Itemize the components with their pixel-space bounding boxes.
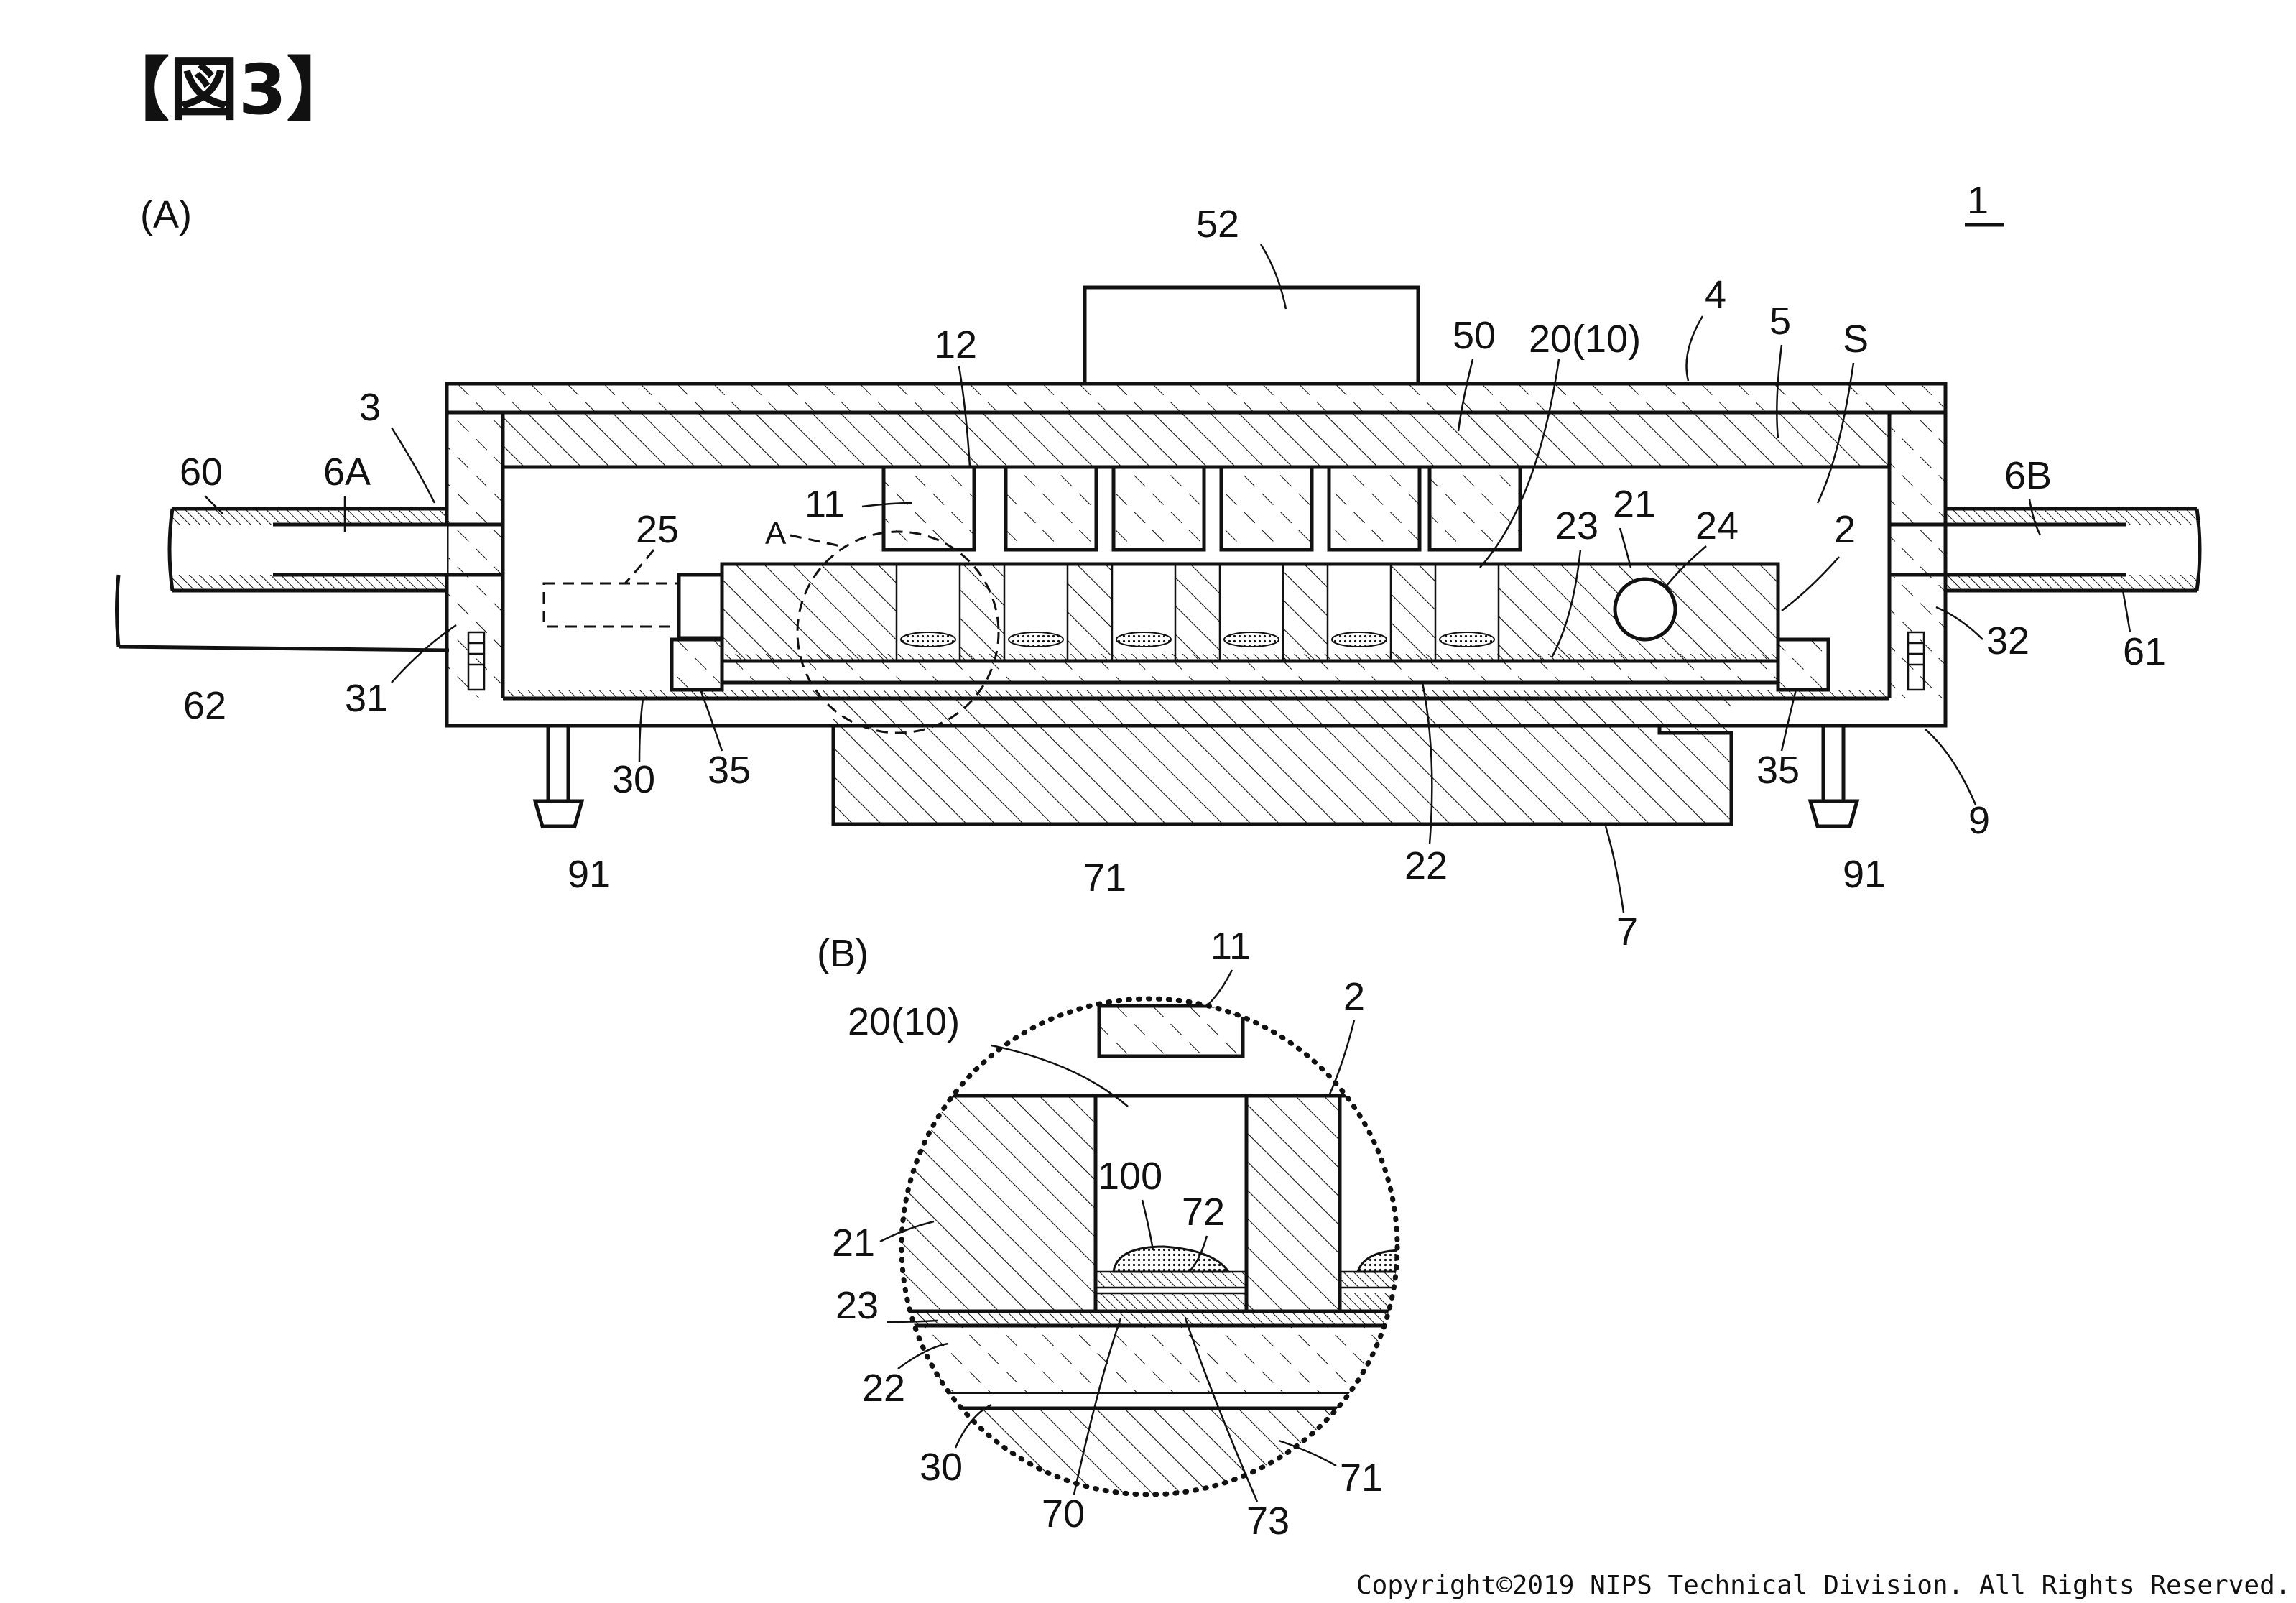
label-91-right: 91 (1843, 853, 1886, 896)
label-12: 12 (934, 323, 977, 366)
label-b-30: 30 (920, 1446, 963, 1489)
label-b-73: 73 (1246, 1500, 1290, 1543)
label-60: 60 (180, 451, 223, 494)
label-b-100: 100 (1098, 1155, 1162, 1198)
label-b-11: 11 (1211, 925, 1251, 968)
screw-right (1907, 631, 1925, 691)
figure-title: 【図3】 (101, 50, 356, 130)
label-b-22: 22 (862, 1367, 905, 1410)
label-31: 31 (345, 677, 388, 720)
label-b-20-10: 20(10) (848, 1000, 960, 1043)
panel-label-a: (A) (140, 193, 192, 236)
label-25: 25 (636, 508, 679, 551)
labels-panel-a: 52 12 50 20(10) 4 5 S 3 60 6A 11 25 A 23… (180, 203, 2166, 953)
label-b-21: 21 (832, 1221, 875, 1265)
electrode-11-detail (1099, 1006, 1243, 1056)
label-20-10: 20(10) (1529, 318, 1641, 361)
label-52: 52 (1196, 203, 1239, 246)
reference-numeral: 1 (1967, 179, 1989, 222)
lid-plate (447, 384, 1945, 412)
label-a: A (765, 516, 787, 551)
label-b-72: 72 (1182, 1191, 1225, 1234)
labels-panel-b: 11 2 20(10) 100 72 21 23 22 30 71 70 73 (832, 925, 1383, 1543)
label-35-right: 35 (1756, 749, 1800, 792)
stage-71 (833, 698, 1731, 824)
label-11: 11 (805, 483, 845, 526)
glass-22 (722, 661, 1778, 683)
label-30: 30 (612, 758, 655, 801)
label-9: 9 (1968, 799, 1990, 842)
label-22: 22 (1404, 844, 1448, 887)
film-23 (722, 654, 1778, 661)
tube-left (115, 507, 503, 652)
label-b-23: 23 (835, 1284, 879, 1327)
sample-100-detail (1112, 1245, 1231, 1273)
label-61: 61 (2123, 630, 2166, 673)
label-32: 32 (1986, 619, 2029, 662)
spacer-35-left (672, 639, 722, 690)
label-23: 23 (1555, 504, 1598, 548)
samples-100 (900, 632, 1495, 647)
stage-71-outline (831, 726, 1733, 826)
label-2: 2 (1834, 508, 1856, 551)
label-62: 62 (183, 684, 226, 727)
copyright-notice: Copyright©2019 NIPS Technical Division. … (1356, 1571, 2290, 1600)
device-section-a (115, 285, 2202, 828)
electrode-teeth-11 (881, 465, 1522, 552)
spacer-35-right (1778, 639, 1828, 690)
label-b-2: 2 (1343, 975, 1365, 1018)
label-6b: 6B (2004, 454, 2052, 497)
block-52 (1085, 287, 1418, 384)
foot-91-left (532, 724, 585, 828)
detail-circle-a (796, 530, 1000, 734)
label-b-71: 71 (1340, 1456, 1383, 1500)
label-35-left: 35 (708, 749, 751, 792)
base-30 (503, 690, 1889, 698)
cover-plate-50 (503, 412, 1889, 467)
label-21: 21 (1613, 483, 1656, 526)
right-wall (1889, 412, 1945, 698)
label-50: 50 (1453, 314, 1496, 357)
screw-left (467, 631, 486, 691)
connector-25 (542, 582, 680, 628)
label-s: S (1843, 318, 1869, 361)
label-b-70: 70 (1042, 1492, 1085, 1535)
left-wall (447, 412, 503, 698)
hole-24-outline (1613, 577, 1677, 642)
label-4: 4 (1705, 273, 1726, 316)
foot-91-right (1807, 724, 1860, 828)
label-91-left: 91 (568, 853, 611, 896)
label-6a: 6A (323, 451, 371, 494)
panel-label-b: (B) (817, 932, 869, 975)
connector-housing (677, 573, 724, 640)
label-7: 7 (1616, 910, 1638, 953)
tube-right (1889, 507, 2202, 593)
detail-circle-b (899, 996, 1400, 1497)
label-3: 3 (359, 386, 381, 429)
hole-24 (1615, 579, 1675, 639)
label-71: 71 (1083, 856, 1126, 900)
detail-section-b (902, 999, 1397, 1495)
block-52-outline (1083, 285, 1420, 386)
label-24: 24 (1695, 504, 1739, 548)
label-5: 5 (1769, 300, 1791, 343)
